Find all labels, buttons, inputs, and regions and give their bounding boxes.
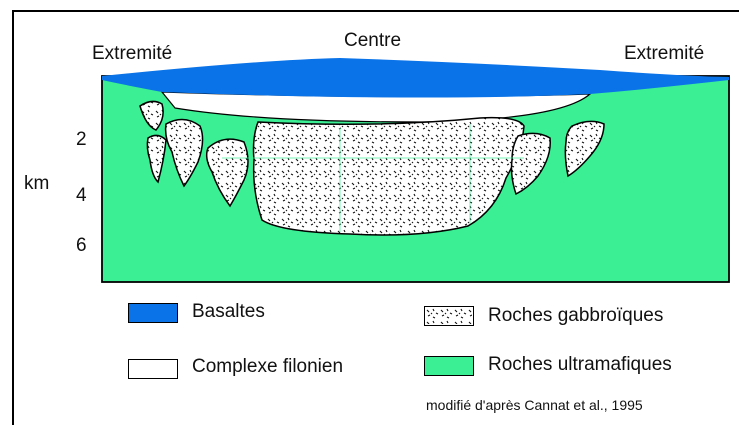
legend-swatch-basaltes — [128, 303, 178, 323]
depth-tick-2: 2 — [76, 130, 87, 149]
label-extremite-right: Extremité — [624, 44, 704, 63]
legend-label-basaltes: Basaltes — [192, 302, 265, 321]
label-centre: Centre — [344, 31, 401, 50]
legend-swatch-ultramafic — [424, 356, 474, 376]
label-extremite-left: Extremité — [92, 44, 172, 63]
depth-tick-4: 4 — [76, 186, 87, 205]
legend-label-ultramafic: Roches ultramafiques — [488, 355, 672, 374]
source-note: modifié d'après Cannat et al., 1995 — [426, 398, 643, 412]
depth-unit-label: km — [24, 174, 49, 193]
depth-tick-6: 6 — [76, 236, 87, 255]
legend-swatch-filonien — [128, 359, 178, 379]
legend-swatch-gabbro — [424, 306, 474, 326]
legend-label-filonien: Complexe filonien — [192, 357, 343, 376]
legend-label-gabbro: Roches gabbroïques — [488, 306, 663, 325]
